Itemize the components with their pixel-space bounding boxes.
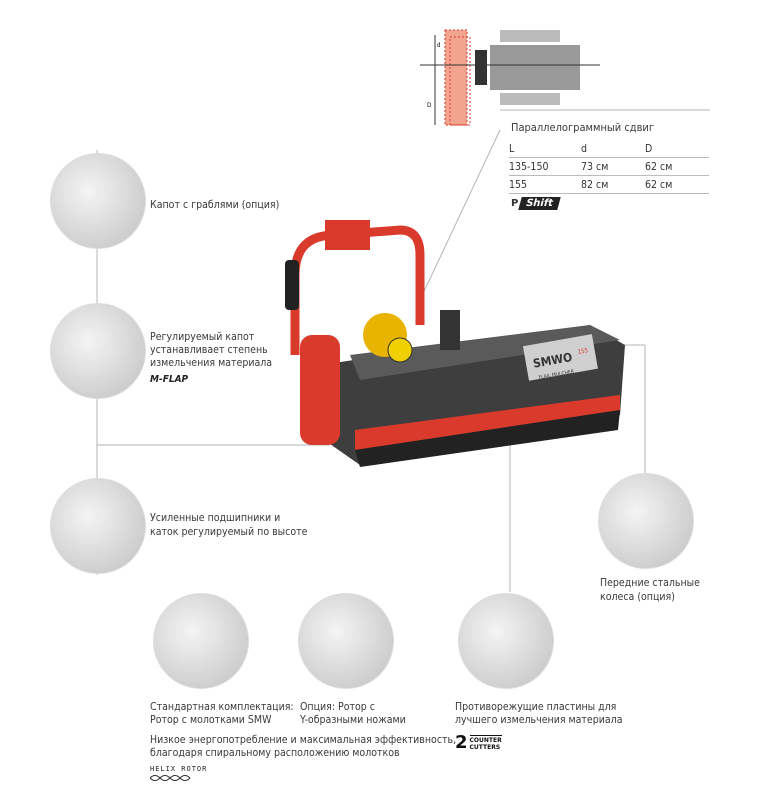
pshift-logo: P Shift xyxy=(511,197,561,210)
feature-front-wheels: Передние стальные xyxy=(600,577,700,589)
parallel-shift-title: Параллелограммный сдвиг xyxy=(511,121,655,134)
helix-description: благодаря спиральному расположению молот… xyxy=(150,747,400,759)
m-flap-logo: M-FLAP xyxy=(150,374,189,385)
feature-y-rotor: Опция: Ротор с xyxy=(300,701,375,713)
flail-mulcher-image: SMWO 155 FLAIL MULCHER xyxy=(285,220,625,467)
svg-text:SMWO: SMWO xyxy=(532,350,573,371)
feature-counter-cutters: Противорежущие пластины для xyxy=(455,701,617,713)
svg-text:D: D xyxy=(427,102,431,109)
adjustable-hood-image xyxy=(50,303,146,399)
feature-standard-rotor: Стандартная комплектация: xyxy=(150,701,294,713)
y-blade-rotor-image xyxy=(298,593,394,689)
rake-hood-image xyxy=(50,153,146,249)
feature-bearings: Усиленные подшипники и xyxy=(150,512,281,524)
hammer-rotor-image xyxy=(153,593,249,689)
parallel-shift-diagram: d D xyxy=(420,29,600,126)
helix-wave-icon xyxy=(150,775,191,781)
feature-adjustable-hood: Регулируемый капот xyxy=(150,331,255,343)
feature-adjustable-hood: устанавливает степень xyxy=(150,344,268,356)
feature-bearings: каток регулируемый по высоте xyxy=(150,526,308,538)
svg-text:d: d xyxy=(437,42,440,49)
feature-counter-cutters: лучшего измельчения материала xyxy=(455,714,623,726)
counter-cutters-image xyxy=(458,593,554,689)
feature-front-wheels: колеса (опция) xyxy=(600,591,675,603)
feature-rake-hood: Капот с граблями (опция) xyxy=(150,199,280,211)
svg-text:155: 155 xyxy=(577,347,588,356)
feature-standard-rotor: Ротор с молотками SMW xyxy=(150,714,272,726)
feature-y-rotor: Y-образными ножами xyxy=(300,714,406,726)
helix-description: Низкое энергопотребление и максимальная … xyxy=(150,734,457,746)
helix-rotor-logo: HELIX ROTOR xyxy=(150,765,208,773)
bearings-image xyxy=(50,478,146,574)
feature-adjustable-hood: измельчения материала xyxy=(150,357,273,369)
front-wheels-image xyxy=(598,473,694,569)
